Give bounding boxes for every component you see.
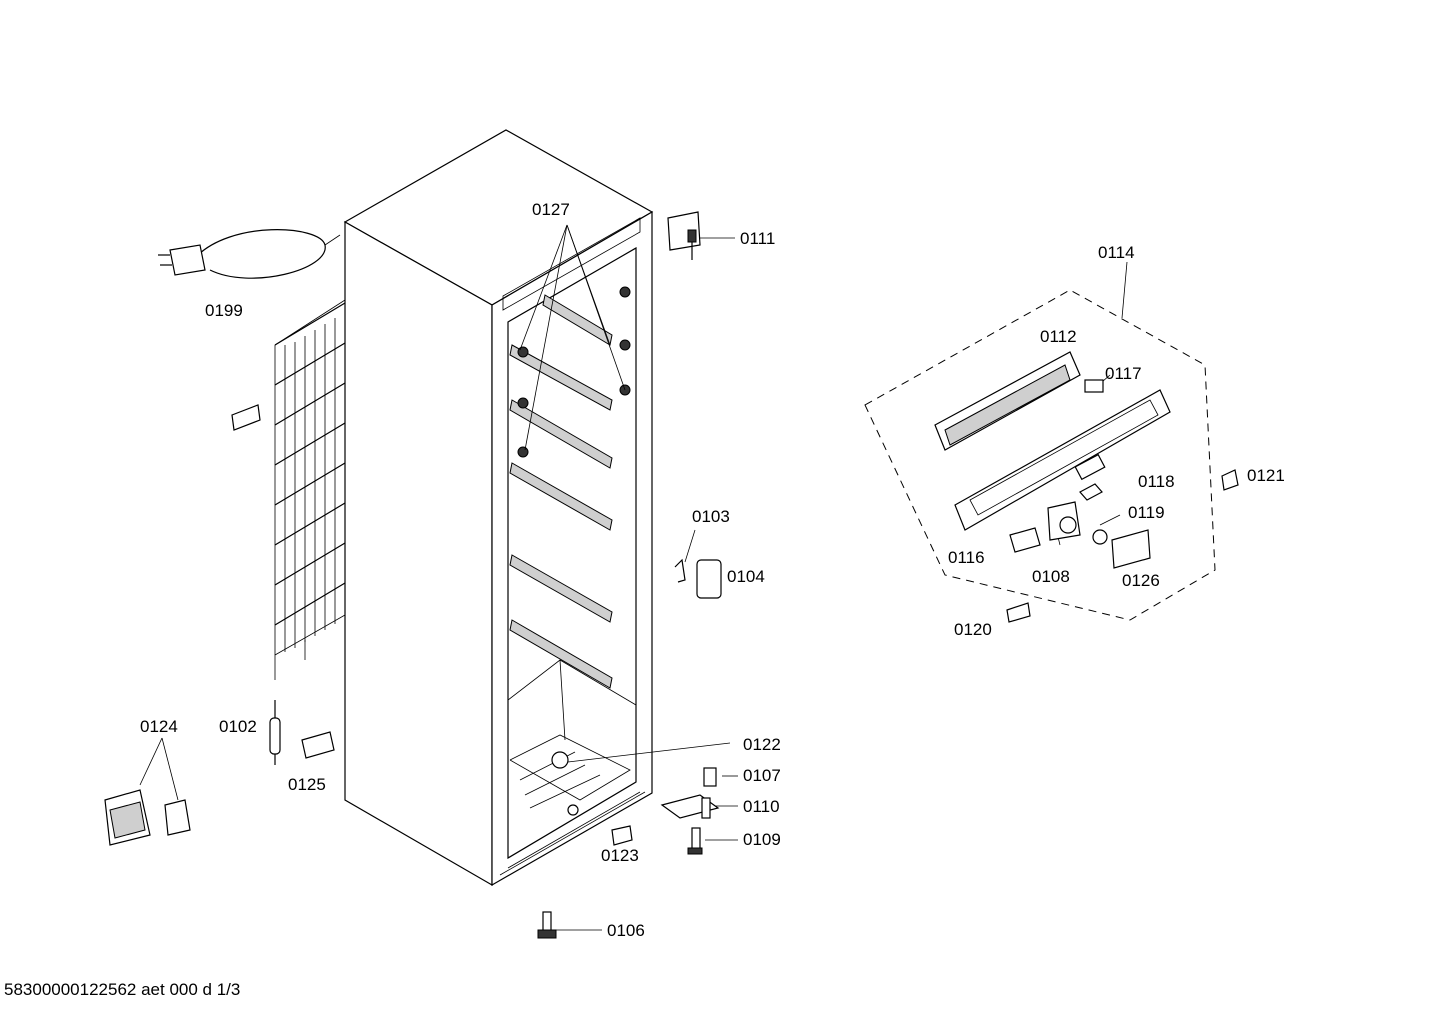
label-0117: 0117 bbox=[1105, 364, 1142, 383]
bottom-grid bbox=[509, 734, 631, 816]
adjustable-foot bbox=[537, 911, 557, 939]
label-0108: 0108 bbox=[1032, 567, 1070, 586]
cable-clip bbox=[301, 731, 335, 759]
label-0104: 0104 bbox=[727, 567, 765, 586]
label-0102: 0102 bbox=[219, 717, 257, 736]
label-0111: 0111 bbox=[740, 229, 775, 248]
label-0127: 0127 bbox=[532, 200, 570, 219]
part-labels: 0127 0111 0199 0114 0112 0117 0118 0121 … bbox=[140, 200, 1285, 940]
label-0121: 0121 bbox=[1247, 466, 1285, 485]
condenser-coil bbox=[231, 299, 346, 680]
label-0116: 0116 bbox=[948, 548, 985, 567]
hinge-top bbox=[667, 211, 701, 260]
shelf-rails bbox=[509, 286, 631, 689]
cover-plate bbox=[611, 825, 633, 846]
label-0126: 0126 bbox=[1122, 571, 1160, 590]
leader-lines bbox=[139, 224, 1128, 931]
label-0120: 0120 bbox=[954, 620, 992, 639]
label-0125: 0125 bbox=[288, 775, 326, 794]
label-0112: 0112 bbox=[1040, 327, 1077, 346]
label-0107: 0107 bbox=[743, 766, 781, 785]
label-0114: 0114 bbox=[1098, 243, 1135, 262]
label-0110: 0110 bbox=[743, 797, 780, 816]
relay-box bbox=[104, 789, 191, 846]
thermostat-sensor bbox=[269, 700, 281, 765]
label-0199: 0199 bbox=[205, 301, 243, 320]
bottom-hinge bbox=[660, 767, 720, 855]
label-0123: 0123 bbox=[601, 846, 639, 865]
drawing-id-footer: 58300000122562 aet 000 d 1/3 bbox=[4, 980, 241, 999]
label-0109: 0109 bbox=[743, 830, 781, 849]
door-switch bbox=[674, 558, 722, 599]
label-0118: 0118 bbox=[1138, 472, 1175, 491]
label-0106: 0106 bbox=[607, 921, 645, 940]
control-panel-group bbox=[864, 289, 1239, 623]
label-0122: 0122 bbox=[743, 735, 781, 754]
label-0119: 0119 bbox=[1128, 503, 1165, 522]
label-0124: 0124 bbox=[140, 717, 178, 736]
power-cord bbox=[158, 229, 341, 279]
cabinet-body bbox=[343, 129, 654, 887]
label-0103: 0103 bbox=[692, 507, 730, 526]
